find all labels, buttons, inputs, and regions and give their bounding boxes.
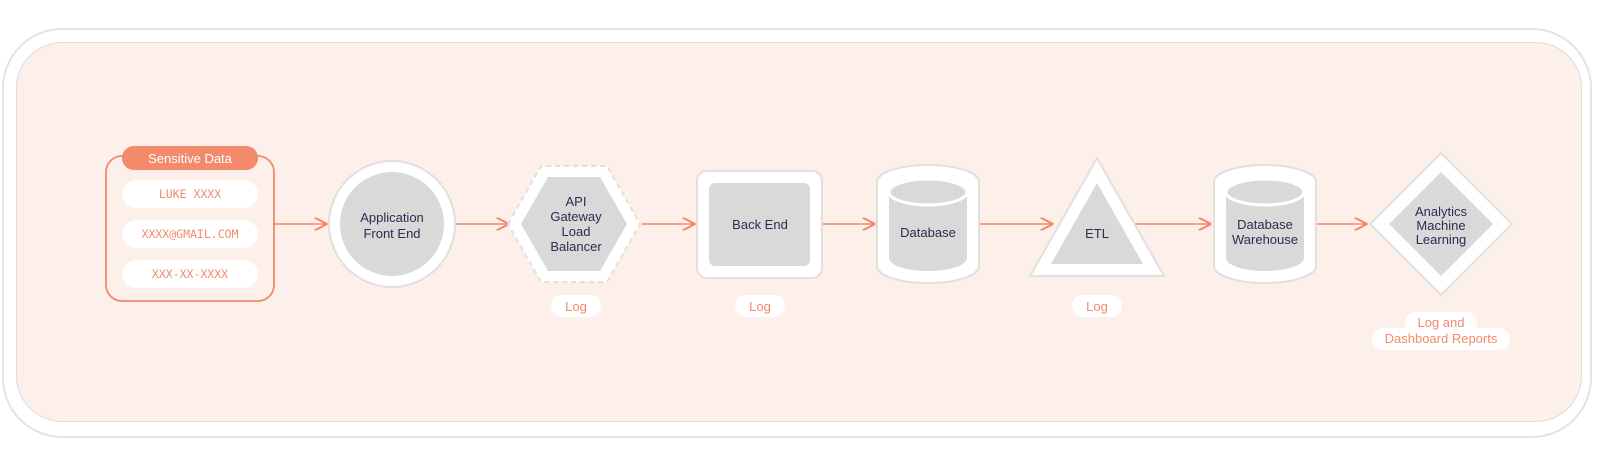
- sensitive-field-ssn: XXX-XX-XXXX: [152, 267, 228, 281]
- node-label: Database: [1237, 217, 1293, 232]
- node-label: Load: [562, 224, 591, 239]
- sensitive-field-pill: [122, 180, 258, 208]
- log-label: Log: [1086, 299, 1108, 314]
- log-badge-analytics: Log and Dashboard Reports: [1372, 312, 1510, 350]
- node-label: Balancer: [550, 239, 602, 254]
- sensitive-data-header: [122, 146, 258, 170]
- node-label: API: [566, 194, 587, 209]
- node-application-front-end: Application Front End: [328, 160, 456, 288]
- node-label: Back End: [732, 217, 788, 232]
- node-label: Database: [900, 225, 956, 240]
- node-label: Analytics: [1415, 204, 1468, 219]
- node-api-gateway: API Gateway Load Balancer: [506, 165, 642, 283]
- log-badge-api-gateway: Log: [551, 295, 601, 317]
- sensitive-field-pill: [122, 260, 258, 288]
- node-label: Learning: [1416, 232, 1467, 247]
- sensitive-field-email: XXXX@GMAIL.COM: [142, 227, 239, 241]
- log-label: Log: [749, 299, 771, 314]
- node-label: Warehouse: [1232, 232, 1298, 247]
- sensitive-field-name: LUKE XXXX: [159, 187, 221, 201]
- node-label: Application: [360, 210, 424, 225]
- sensitive-data-box: Sensitive Data LUKE XXXX XXXX@GMAIL.COM …: [105, 146, 275, 302]
- log-badge-back-end: Log: [735, 295, 785, 317]
- sensitive-data-title: Sensitive Data: [148, 151, 233, 166]
- node-label: Gateway: [550, 209, 602, 224]
- node-analytics-machine-learning: Analytics Machine Learning: [1368, 151, 1514, 297]
- sensitive-field-pill: [122, 220, 258, 248]
- log-label: Dashboard Reports: [1385, 331, 1498, 346]
- node-label: Machine: [1416, 218, 1465, 233]
- node-database-warehouse: Database Warehouse: [1213, 164, 1317, 284]
- node-label: Front End: [363, 226, 420, 241]
- log-label: Log: [565, 299, 587, 314]
- log-badge-etl: Log: [1072, 295, 1122, 317]
- log-label: Log and: [1418, 315, 1465, 330]
- node-back-end: Back End: [696, 170, 823, 279]
- node-database: Database: [876, 164, 980, 284]
- node-label: ETL: [1085, 226, 1109, 241]
- node-etl: ETL: [1028, 155, 1166, 277]
